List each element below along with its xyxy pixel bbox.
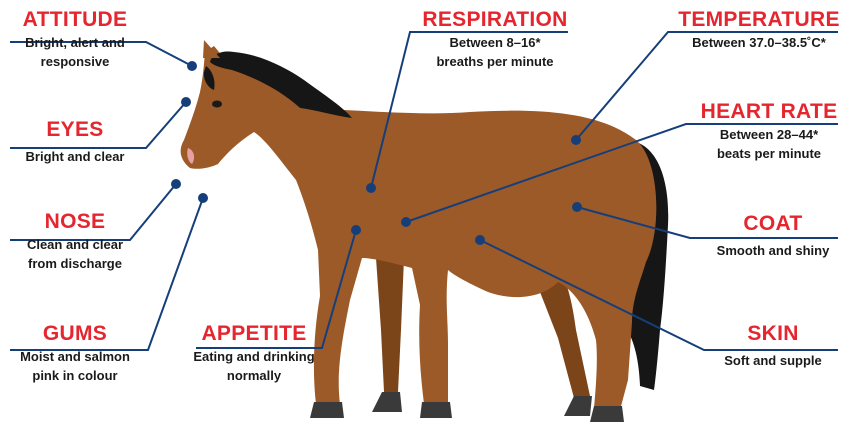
skin-title: SKIN bbox=[698, 322, 848, 345]
skin-desc: Soft and supple bbox=[698, 351, 848, 370]
eyes-label: EYES Bright and clear bbox=[0, 118, 150, 166]
hoof-near-hind-2 bbox=[590, 406, 624, 422]
coat-desc: Smooth and shiny bbox=[698, 241, 848, 260]
temperature-dot bbox=[571, 135, 581, 145]
temperature-desc: Between 37.0–38.5˚C* bbox=[670, 33, 848, 52]
nose-dot bbox=[171, 179, 181, 189]
temperature-title: TEMPERATURE bbox=[670, 8, 848, 31]
respiration-title: RESPIRATION bbox=[415, 8, 575, 31]
coat-label: COAT Smooth and shiny bbox=[698, 212, 848, 260]
gums-dot bbox=[198, 193, 208, 203]
temperature-label: TEMPERATURE Between 37.0–38.5˚C* bbox=[670, 8, 848, 52]
appetite-dot bbox=[351, 225, 361, 235]
appetite-title: APPETITE bbox=[176, 322, 332, 345]
hoof-far-front bbox=[372, 392, 402, 412]
attitude-dot bbox=[187, 61, 197, 71]
respiration-label: RESPIRATION Between 8–16*breaths per min… bbox=[415, 8, 575, 71]
heart-rate-dot bbox=[401, 217, 411, 227]
hoof-near-front bbox=[310, 402, 344, 418]
gums-title: GUMS bbox=[0, 322, 150, 345]
heart-rate-title: HEART RATE bbox=[690, 100, 848, 123]
attitude-title: ATTITUDE bbox=[0, 8, 150, 31]
eyes-desc: Bright and clear bbox=[0, 147, 150, 166]
coat-title: COAT bbox=[698, 212, 848, 235]
heart-rate-label: HEART RATE Between 28–44*beats per minut… bbox=[690, 100, 848, 163]
eyes-dot bbox=[181, 97, 191, 107]
coat-dot bbox=[572, 202, 582, 212]
ear bbox=[203, 40, 220, 58]
skin-label: SKIN Soft and supple bbox=[698, 322, 848, 370]
nose-title: NOSE bbox=[0, 210, 150, 233]
respiration-desc: Between 8–16*breaths per minute bbox=[415, 33, 575, 71]
heart-rate-desc: Between 28–44*beats per minute bbox=[690, 125, 848, 163]
hoof-near-hind bbox=[420, 402, 452, 418]
skin-dot bbox=[475, 235, 485, 245]
respiration-dot bbox=[366, 183, 376, 193]
far-front-leg bbox=[376, 258, 404, 392]
horse-eye bbox=[212, 101, 222, 108]
hoof-far-hind bbox=[564, 396, 592, 416]
eyes-title: EYES bbox=[0, 118, 150, 141]
